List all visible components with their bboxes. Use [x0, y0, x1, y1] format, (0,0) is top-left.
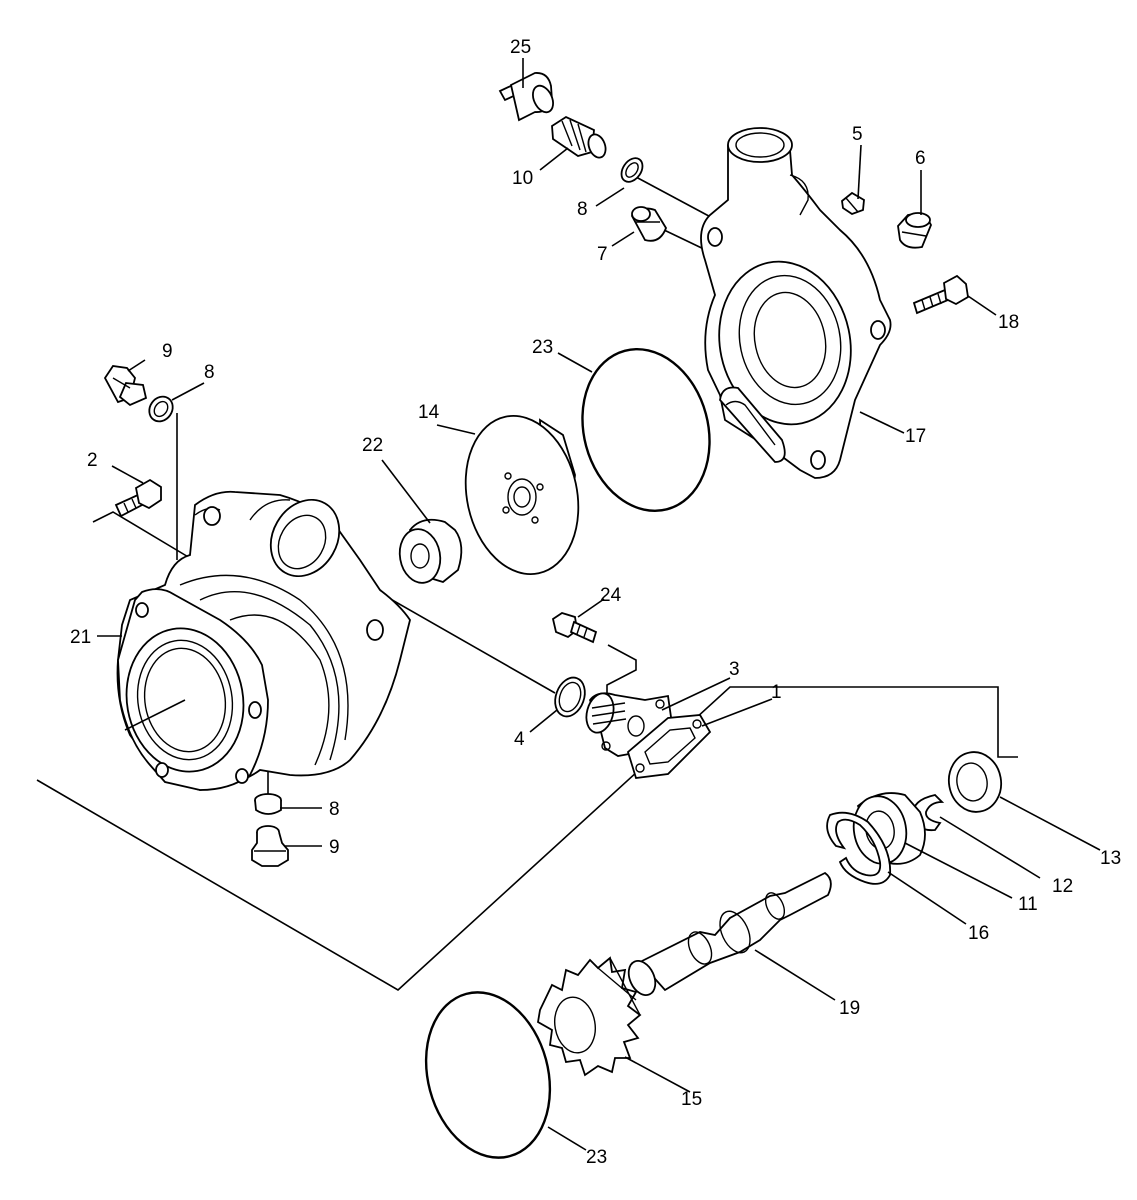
- part-8-washer-bottom: [254, 793, 282, 815]
- callout-19: 19: [839, 998, 860, 1019]
- part-22-seal: [398, 518, 463, 584]
- callout-23: 23: [586, 1147, 607, 1168]
- callout-1: 1: [771, 682, 782, 703]
- part-18-bolt: [912, 274, 969, 315]
- part-15-gear: [537, 956, 642, 1077]
- part-9-plug-bottom: [251, 825, 289, 867]
- callout-22: 22: [362, 435, 383, 456]
- callout-8: 8: [204, 362, 215, 383]
- callout-6: 6: [915, 148, 926, 169]
- callout-9: 9: [162, 341, 173, 362]
- callout-7: 7: [597, 244, 608, 265]
- part-23-gasket-top: [581, 347, 711, 513]
- callout-12: 12: [1052, 876, 1073, 897]
- part-2-bolt: [114, 478, 162, 518]
- part-7-plug: [630, 206, 667, 242]
- callout-23: 23: [532, 337, 553, 358]
- callout-10: 10: [512, 168, 533, 189]
- callout-15: 15: [681, 1089, 702, 1110]
- part-17-pump-cover: [700, 127, 892, 479]
- callout-24: 24: [600, 585, 622, 606]
- callout-11: 11: [1018, 894, 1038, 915]
- part-16-snap-ring: [826, 811, 891, 885]
- part-23-gasket-bottom: [424, 991, 552, 1159]
- callout-25: 25: [510, 37, 531, 58]
- part-24-bolt: [551, 612, 598, 644]
- callout-16: 16: [968, 923, 989, 944]
- part-1-gasket-plate: [626, 714, 712, 779]
- callout-9: 9: [329, 837, 340, 858]
- callout-labels: 25 10 8 5 6 7 18 23 17 9 8 14 22 2 21 24…: [70, 37, 1121, 1168]
- callout-8: 8: [577, 199, 588, 220]
- callout-3: 3: [729, 659, 740, 680]
- part-4-oring: [554, 676, 586, 718]
- leader-lines: [97, 58, 1101, 1151]
- callout-17: 17: [905, 426, 926, 447]
- part-25-sensor-cap: [498, 72, 554, 122]
- part-9-plug-top: [103, 365, 148, 407]
- part-19-shaft: [627, 871, 832, 996]
- part-11-bearing: [852, 792, 926, 865]
- callout-21: 21: [70, 627, 91, 648]
- callout-4: 4: [514, 729, 525, 750]
- part-8-oring-middle: [148, 395, 174, 423]
- callout-8: 8: [329, 799, 340, 820]
- part-6-plug: [897, 212, 932, 249]
- callout-14: 14: [418, 402, 440, 423]
- part-10-threaded-sensor: [551, 115, 607, 159]
- callout-18: 18: [998, 312, 1019, 333]
- part-21-pump-housing: [116, 490, 411, 791]
- part-13-seal-ring: [947, 751, 1003, 813]
- part-14-impeller: [464, 415, 580, 575]
- callout-13: 13: [1100, 848, 1121, 869]
- callout-5: 5: [852, 124, 863, 145]
- callout-2: 2: [87, 450, 98, 471]
- part-5-plug: [841, 191, 865, 216]
